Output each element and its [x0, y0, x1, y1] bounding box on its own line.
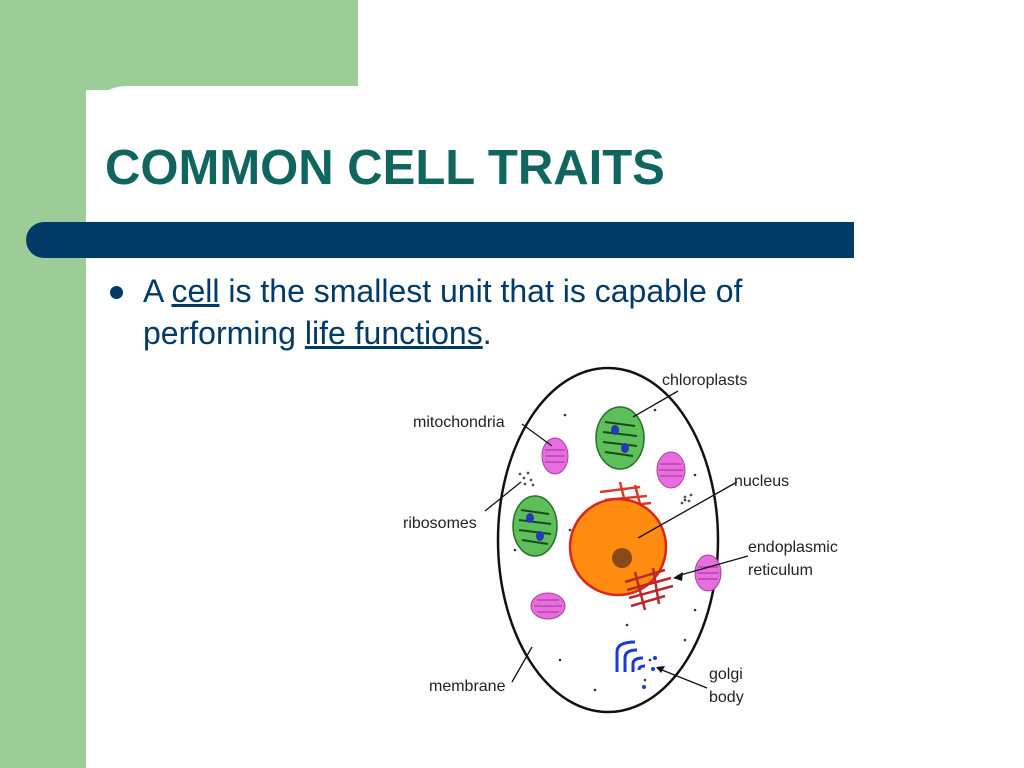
- golgi-vesicles: [642, 656, 657, 689]
- label-nucleus: nucleus: [734, 473, 789, 490]
- label-membrane: membrane: [429, 678, 506, 695]
- label-chloroplasts: chloroplasts: [662, 372, 747, 389]
- term-life-functions: life functions: [304, 315, 483, 351]
- nucleus: [568, 497, 668, 597]
- bullet-pre: A: [143, 273, 172, 309]
- leader-lines: [484, 390, 749, 689]
- label-endoplasmic: endoplasmic: [748, 539, 838, 556]
- slide-title: COMMON CELL TRAITS: [105, 141, 665, 195]
- bullet-text: A cell is the smallest unit that is capa…: [143, 270, 903, 354]
- title-underline-bar: [26, 222, 854, 258]
- label-body: body: [709, 689, 744, 706]
- bullet-icon: [110, 286, 123, 299]
- term-cell: cell: [171, 273, 220, 309]
- er-bottom: [624, 567, 674, 611]
- label-reticulum: reticulum: [748, 562, 813, 579]
- label-golgi: golgi: [709, 666, 743, 683]
- ribosome-cluster: [518, 471, 693, 505]
- chloroplast-left: [512, 495, 558, 557]
- golgi-arrowhead: [656, 666, 665, 673]
- green-side-band: [0, 0, 86, 768]
- bullet-mid: is the smallest unit that is capable of …: [143, 273, 743, 351]
- chloroplast-top: [595, 406, 645, 470]
- er-arrowhead: [673, 572, 683, 581]
- cell-diagram: chloroplasts mitochondria nucleus riboso…: [403, 366, 838, 714]
- label-mitochondria: mitochondria: [413, 414, 505, 431]
- bullet-post: .: [482, 315, 492, 351]
- label-ribosomes: ribosomes: [403, 515, 477, 532]
- golgi-body: [615, 640, 646, 672]
- nucleolus: [612, 548, 632, 568]
